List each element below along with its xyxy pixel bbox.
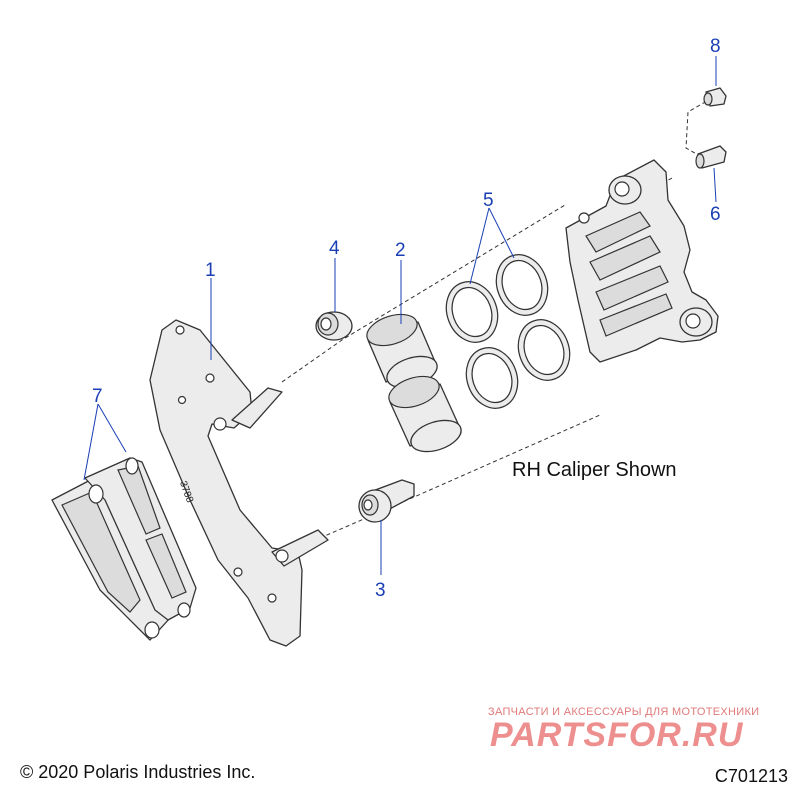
- bleeder-screw: [695, 145, 727, 169]
- caliper-caption: RH Caliper Shown: [512, 459, 677, 481]
- watermark-brand: PARTSFOR.RU: [490, 716, 744, 754]
- callout-6: 6: [710, 204, 721, 225]
- pin-boot: [315, 311, 353, 341]
- callout-3: 3: [375, 580, 386, 601]
- callout-5: 5: [483, 190, 494, 211]
- watermark-subtitle: ЗАПЧАСТИ И АКСЕССУАРЫ ДЛЯ МОТОТЕХНИКИ: [488, 706, 760, 718]
- brake-pads: [51, 457, 197, 641]
- figure-id: C701213: [714, 766, 788, 786]
- callout-leaders: [83, 56, 717, 575]
- callout-2: 2: [395, 240, 406, 261]
- callout-4: 4: [329, 238, 340, 259]
- callout-1: 1: [205, 260, 216, 281]
- slide-pin: [358, 479, 415, 523]
- bleeder-cap: [703, 87, 727, 107]
- callout-numbers: 1 2 3 4 5 6 7 8: [92, 36, 721, 601]
- callout-7: 7: [92, 386, 103, 407]
- piston-seals: [445, 254, 571, 409]
- caliper-bracket: 3788: [149, 319, 329, 647]
- pistons: [366, 313, 462, 453]
- copyright-notice: © 2020 Polaris Industries Inc.: [20, 762, 256, 782]
- caliper-body: [565, 159, 719, 363]
- callout-8: 8: [710, 36, 721, 57]
